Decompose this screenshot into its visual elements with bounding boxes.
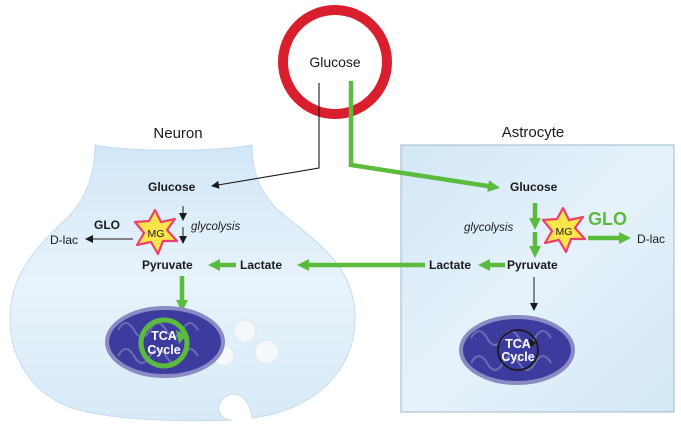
glucose-source-label: Glucose xyxy=(309,54,361,70)
astrocyte-cycle-label: Cycle xyxy=(501,350,534,364)
neuron-mg-label: MG xyxy=(148,228,165,240)
astrocyte-lactate-label: Lactate xyxy=(429,258,471,272)
neuron-dlac-label: D-lac xyxy=(50,233,78,247)
neuron-title: Neuron xyxy=(153,125,202,142)
neuron-tca-cycle-ring xyxy=(138,317,190,369)
astrocyte-mitochondrion xyxy=(459,315,575,385)
neuron-tca-label: TCA xyxy=(151,329,177,343)
neuron-glucose-label: Glucose xyxy=(148,180,196,194)
vesicle xyxy=(233,319,257,343)
astrocyte-mg-star xyxy=(541,206,587,254)
astrocyte-tca-cycle-ring xyxy=(497,329,539,371)
neuron-mitochondrion xyxy=(105,306,225,378)
neuron-lactate-label: Lactate xyxy=(240,258,282,272)
neuron-cycle-label: Cycle xyxy=(147,343,180,357)
glucose-source-ring xyxy=(278,5,392,119)
neuron-glo-label: GLO xyxy=(94,218,120,232)
neuron-tca-cycle-arrowhead xyxy=(176,330,186,344)
neuron-pyruvate-label: Pyruvate xyxy=(142,258,193,272)
astrocyte-pyruvate-label: Pyruvate xyxy=(507,258,558,272)
astrocyte-glucose-label: Glucose xyxy=(510,180,558,194)
astrocyte-glycolysis-label: glycolysis xyxy=(464,222,513,234)
glucose-to-astrocyte-arrow xyxy=(348,81,500,193)
neuron-glycolysis-label: glycolysis xyxy=(191,221,240,233)
astrocyte-tca-label: TCA xyxy=(505,337,531,351)
vesicle xyxy=(254,339,280,365)
astrocyte-glo-label: GLO xyxy=(588,209,627,229)
astrocyte-dlac-label: D-lac xyxy=(637,232,665,246)
astrocyte-tca-cycle-arrowhead xyxy=(529,338,536,348)
glucose-to-neuron-arrow xyxy=(211,83,320,189)
neuron-mg-star xyxy=(133,208,179,256)
astrocyte-mg-label: MG xyxy=(556,226,573,238)
astrocyte-title: Astrocyte xyxy=(502,124,565,141)
